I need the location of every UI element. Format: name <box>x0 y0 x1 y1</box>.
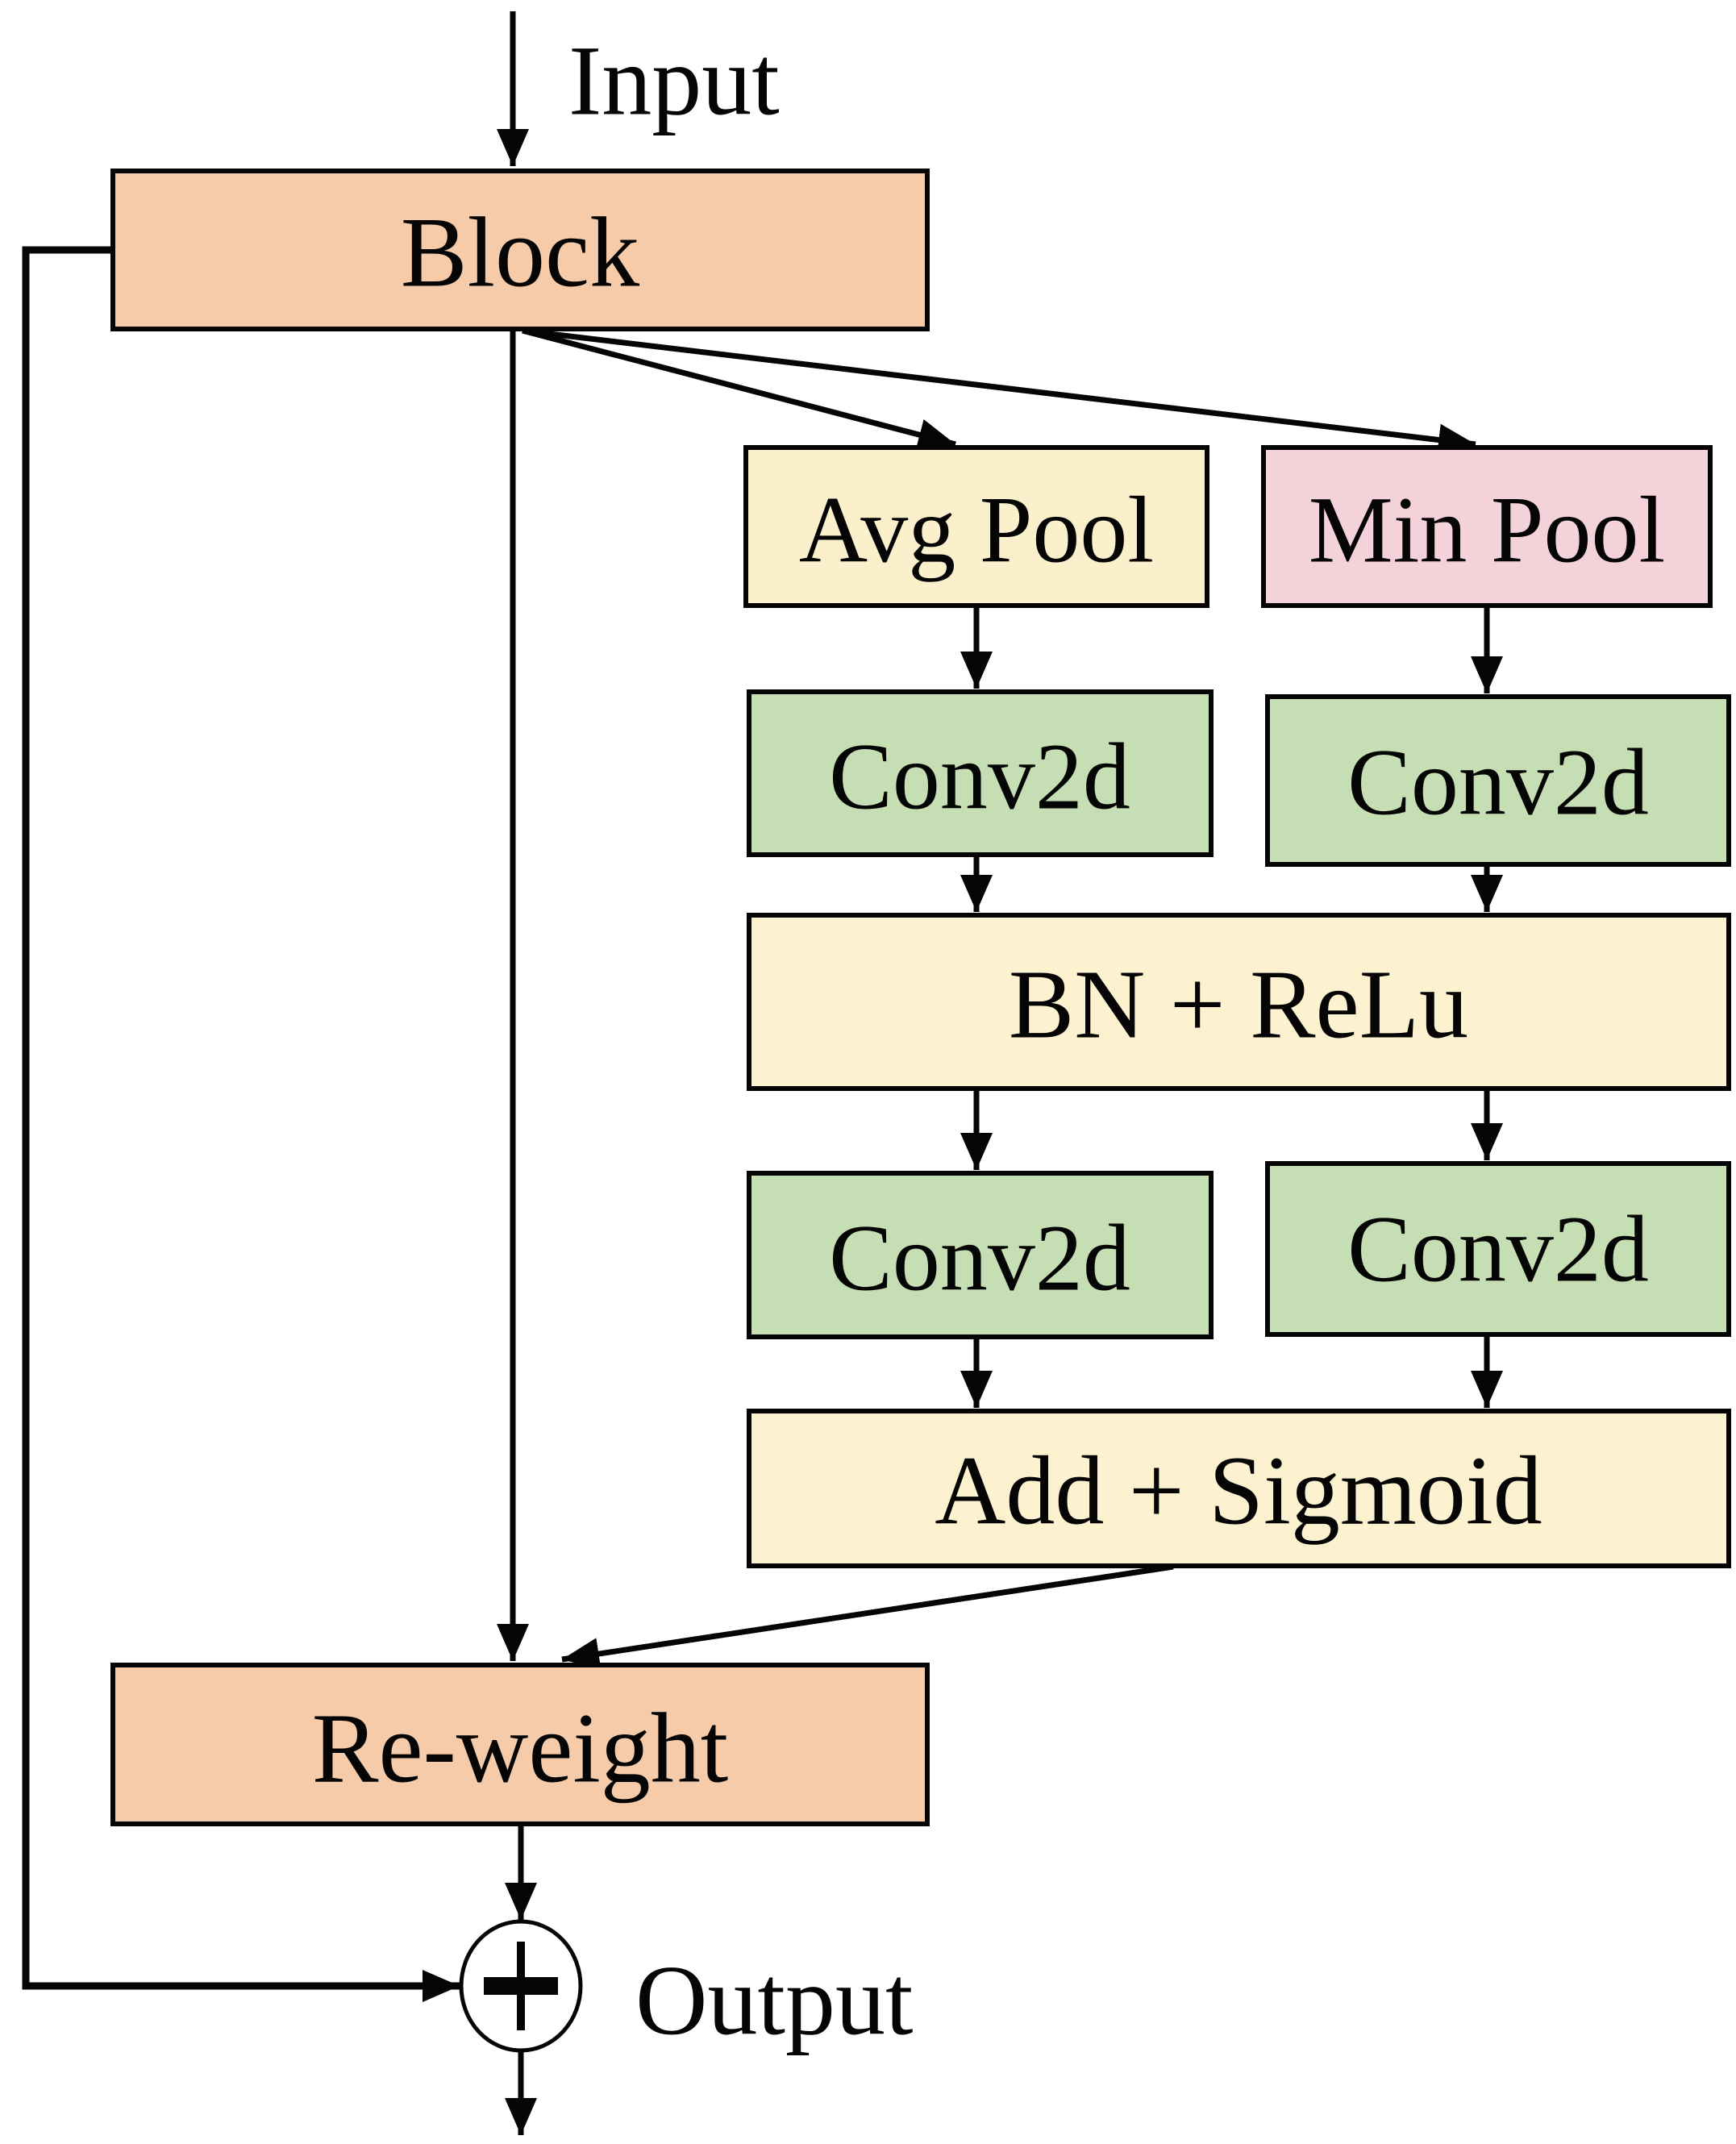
add-to-reweight-arrow <box>561 1563 1174 1670</box>
conv2d-top-right-node <box>1265 694 1731 867</box>
avg-pool-node <box>743 445 1209 608</box>
add-sigmoid-label: Add + Sigmoid <box>935 1437 1542 1546</box>
min-pool-label: Min Pool <box>1309 477 1666 583</box>
conv2d-top-left-node <box>747 689 1214 857</box>
block-label: Block <box>401 198 639 308</box>
output-label: Output <box>635 1946 913 2056</box>
block-to-avgpool-arrow <box>522 327 956 451</box>
conv2d-bottom-right-node <box>1265 1161 1731 1337</box>
reweight-label: Re-weight <box>312 1693 729 1804</box>
input-label: Input <box>568 26 780 136</box>
nodes <box>110 169 1731 2053</box>
avg-pool-label: Avg Pool <box>799 477 1154 583</box>
plus-icon <box>484 1942 558 2030</box>
conv2d-bottom-right-label: Conv2d <box>1347 1197 1649 1302</box>
skip-connection-arrow <box>22 246 460 2002</box>
conv2d-bottom-left-node <box>747 1171 1214 1339</box>
reweight-node <box>110 1663 930 1826</box>
bn-relu-node <box>747 913 1731 1091</box>
add-sigmoid-node <box>747 1409 1731 1568</box>
block-node <box>110 169 930 331</box>
min-pool-node <box>1261 445 1713 608</box>
edges <box>22 11 1503 2135</box>
conv2d-bottom-left-label: Conv2d <box>829 1205 1130 1311</box>
labels: Input Block Avg Pool Min Pool Conv2d Con… <box>312 26 1666 2056</box>
conv2d-top-right-label: Conv2d <box>1347 730 1649 835</box>
block-to-minpool-arrow <box>522 327 1476 456</box>
bn-relu-label: BN + ReLu <box>1009 951 1468 1060</box>
conv2d-top-left-label: Conv2d <box>829 724 1130 830</box>
